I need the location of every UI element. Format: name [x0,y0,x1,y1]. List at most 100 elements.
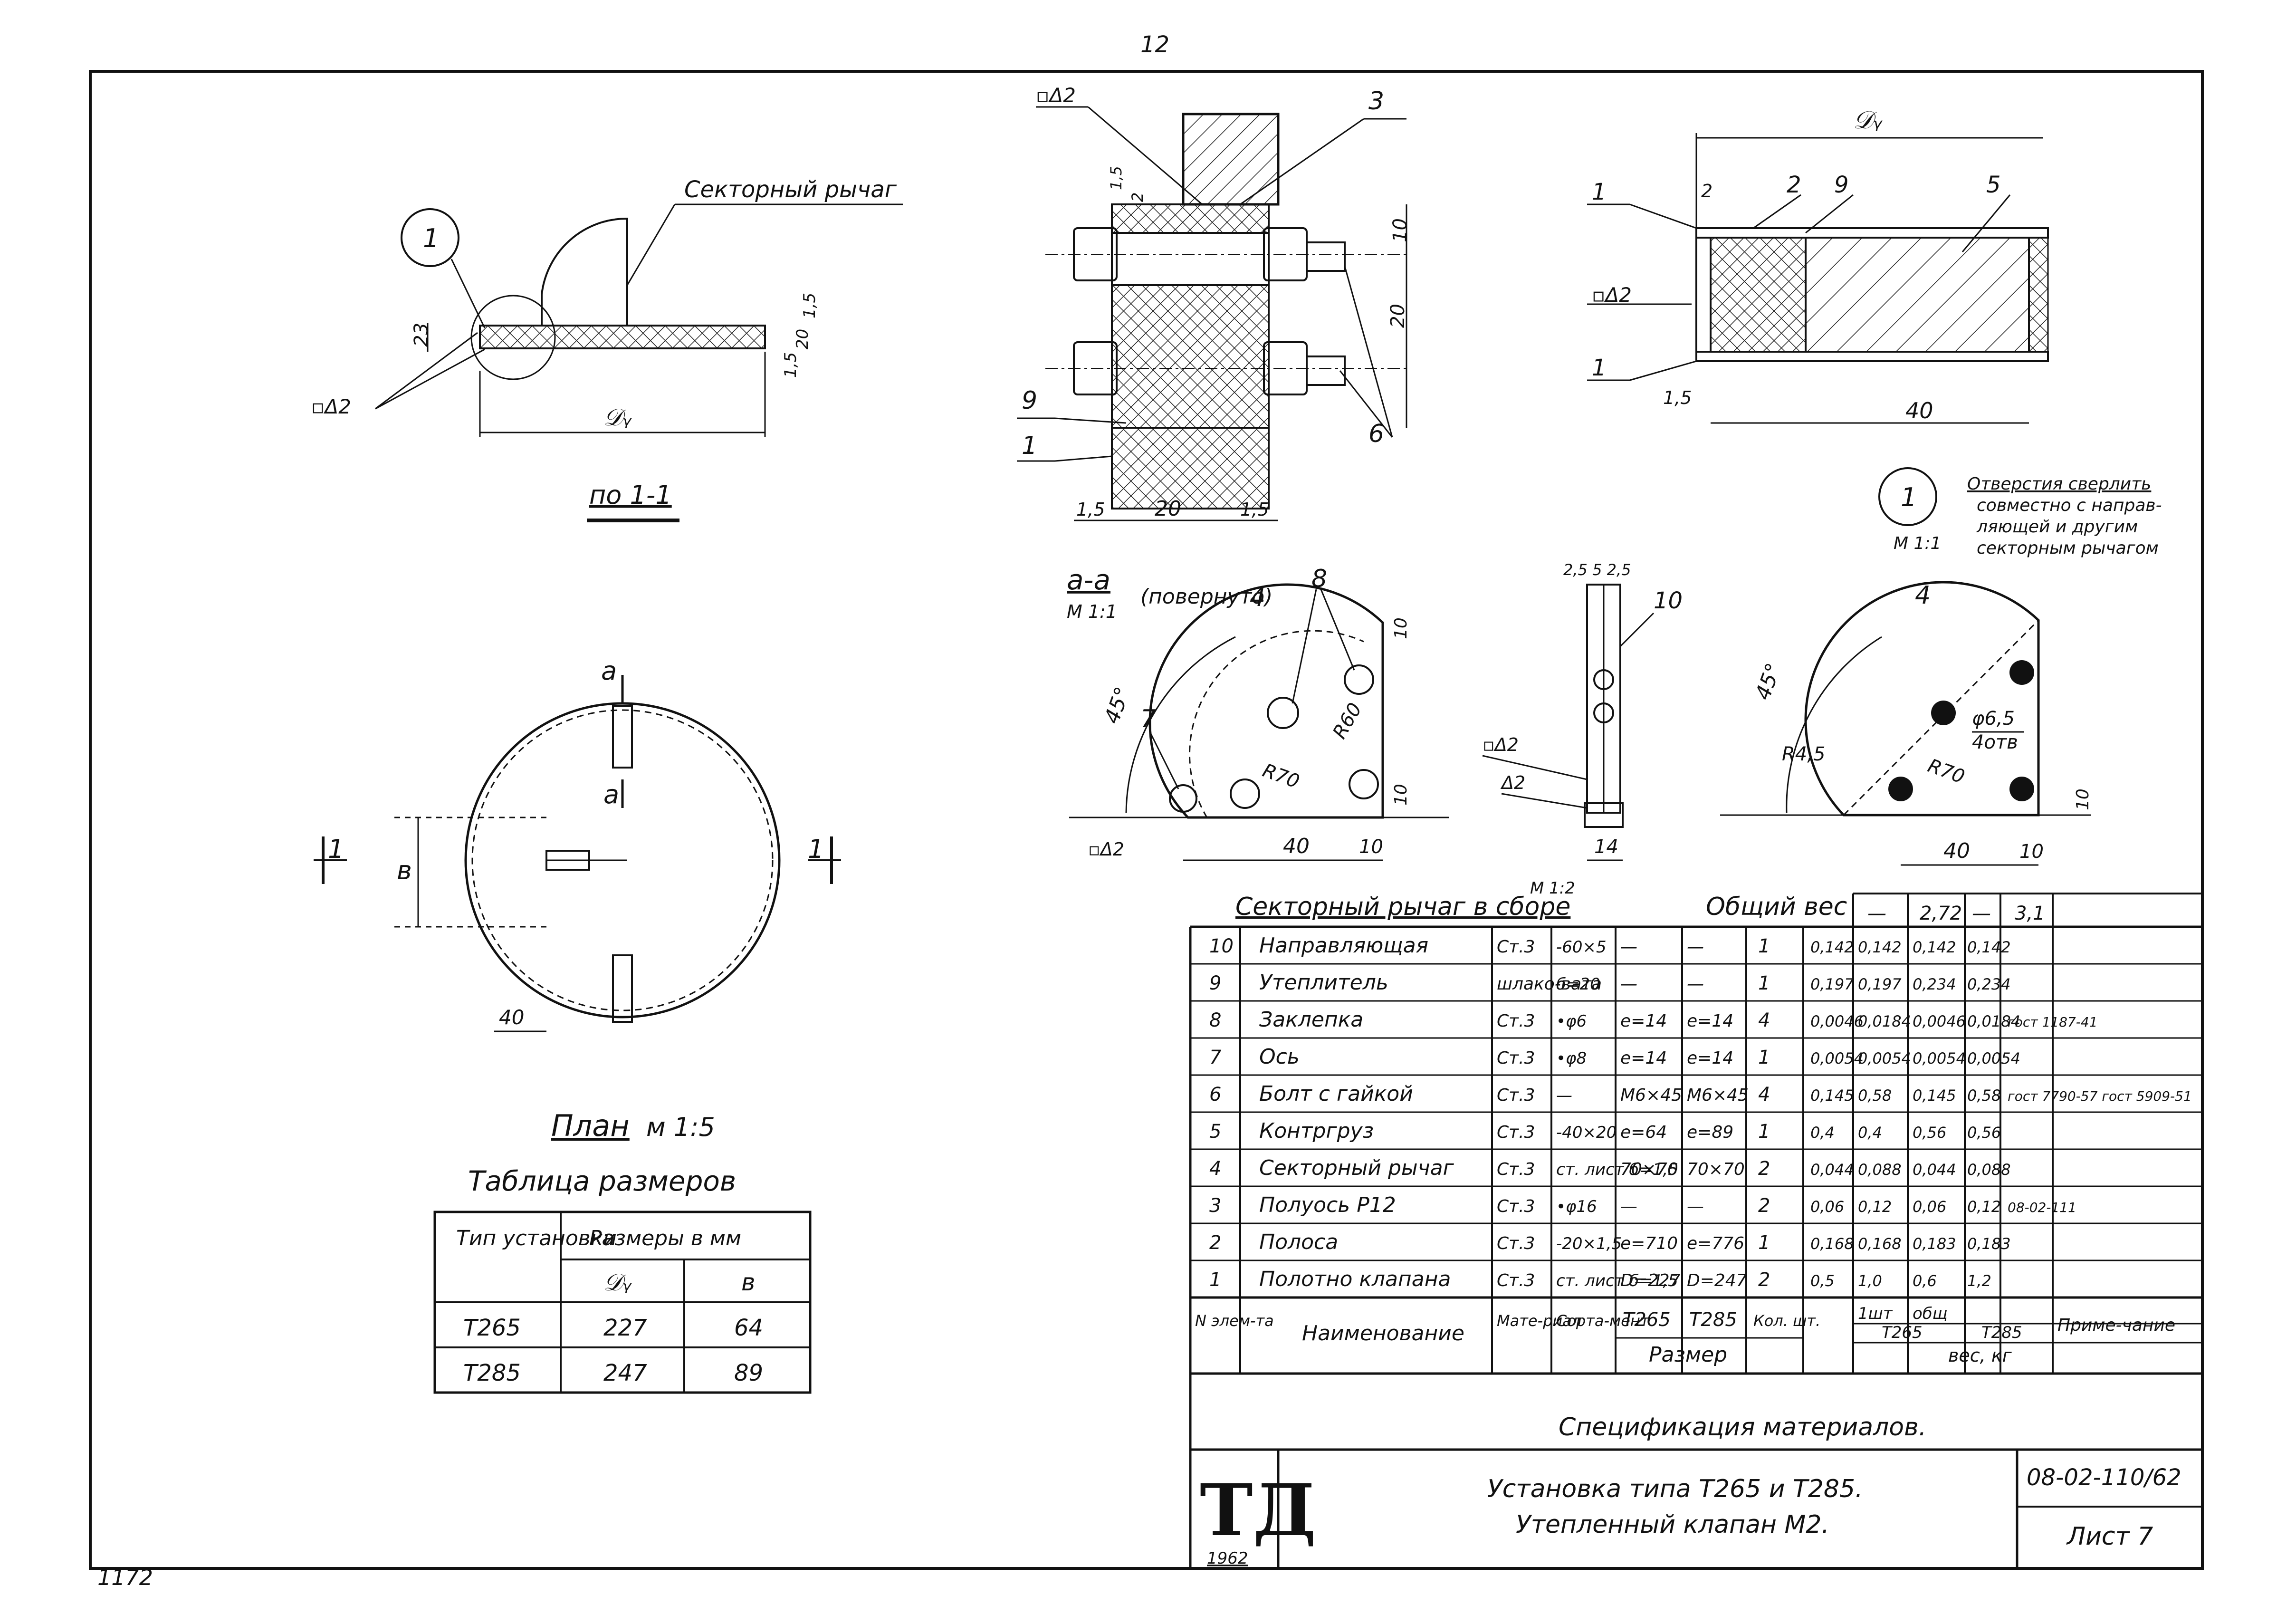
spec-cell-qty: 1 [1758,935,1770,957]
spec-cell-t285: е=776 [1687,1234,1744,1253]
spec-cell-n: 1 [1209,1269,1221,1291]
spec-cell-t285: е=14 [1687,1011,1733,1031]
spec-cell-w2: 0,12 [1858,1198,1892,1216]
detail-1-scale: М 1:1 [1894,534,1941,553]
spec-cell-w1: 0,197 [1810,975,1854,993]
spec-cell-w1: 0,142 [1810,938,1854,956]
spec-head-mat: Мате-риал [1497,1312,1581,1330]
bolt-dim-15a: 1,5 [1107,166,1125,190]
spec-cell-w2: 0,197 [1858,975,1902,993]
bolt-callout-3: 3 [1368,87,1384,115]
spec-cell-sort: •φ8 [1556,1049,1587,1068]
spec-cell-note: гост 1187-41 [2008,1014,2097,1030]
spec-cell-n: 6 [1209,1084,1221,1105]
dim-15-bottom: 1,5 [781,352,800,378]
spec-total-weight-2: 2,72 [1920,903,1962,924]
spec-cell-w2: 1,0 [1858,1272,1882,1290]
spec-cell-mat: Ст.3 [1497,937,1535,957]
spec-cell-mat: Ст.3 [1497,1271,1535,1290]
spec-cell-w4: 0,0054 [1967,1049,2020,1067]
size-header-type: Тип установки [456,1226,617,1250]
sector-lever-outline [541,217,628,326]
plan-section-left: 1 [328,834,344,864]
aa-dim-10-top: 10 [1391,617,1411,639]
spec-caption: Спецификация материалов. [1559,1413,1926,1442]
bolt-callout-1: 1 [1022,432,1037,460]
detail-note-line-3: ляющей и другим [1976,517,2138,537]
aa-r60: R60 [1329,699,1366,742]
spec-cell-t265: М6×45 [1620,1086,1682,1105]
spec-cell-w2: 0,168 [1858,1235,1902,1253]
spec-head-qty: Кол. шт. [1753,1312,1820,1330]
rivet-weld-2: Δ2 [1500,772,1525,793]
spec-cell-t285: е=89 [1687,1123,1733,1142]
detail-r45: R4,5 [1782,743,1825,765]
spec-cell-w3: 0,0054 [1913,1049,1966,1067]
bolt-dim-15c: 1,5 [1240,499,1269,520]
detail-note-line-4: секторным рычагом [1977,538,2159,558]
bolt-weld: ▫Δ2 [1036,84,1076,107]
spec-cell-t285: 70×70 [1687,1160,1745,1179]
bolt-dim-10: 10 [1389,218,1411,242]
spec-cell-w3: 0,06 [1913,1198,1946,1216]
spec-cell-w4: 0,234 [1967,975,2011,993]
spec-table: Секторный рычаг в сборе М 1:2 Общий вес … [1189,879,2204,1451]
spec-cell-w2: 0,142 [1858,938,1902,956]
spec-cell-name: Полуось Р12 [1259,1193,1396,1217]
aa-callout-4: 4 [1250,584,1265,612]
spec-total-weight-label: Общий вес [1706,893,1847,921]
sheet-frame [89,70,2204,1570]
spec-cell-mat: Ст.3 [1497,1048,1535,1068]
detail-dim-10-bottom: 10 [2019,841,2044,863]
spec-total-weight-3: — [1972,903,1991,924]
spec-cell-name: Направляющая [1259,933,1428,958]
spec-cell-t265: D=227 [1620,1271,1681,1290]
spec-cell-mat: Ст.3 [1497,1011,1535,1031]
valve-weld: ▫Δ2 [1592,283,1632,307]
spec-cell-n: 8 [1209,1009,1221,1031]
valve-callout-1-top: 1 [1592,179,1607,205]
spec-cell-mat: Ст.3 [1497,1086,1535,1105]
spec-cell-w4: 0,142 [1967,938,2011,956]
size-table: Таблица размеров Тип установки Размеры в… [433,1165,812,1394]
detail-hole: φ6,5 [1972,708,2015,730]
detail-1-view: 1 М 1:1 Отверстия сверлить совместно с н… [1720,467,2162,866]
spec-cell-w3: 0,0046 [1913,1012,1966,1030]
title-line-1: Установка типа Т265 и Т285. [1487,1475,1863,1503]
spec-cell-w1: 0,4 [1810,1124,1835,1142]
spec-cell-sort: — [1556,1086,1572,1105]
plan-title: План [551,1108,630,1143]
valve-dim-du: 𝒟ᵧ [1853,106,1883,135]
spec-assembly-title: Секторный рычаг в сборе [1235,893,1570,921]
title-line-2: Утепленный клапан М2. [1516,1510,1829,1539]
detail-note-line-2: совместно с направ- [1977,496,2162,515]
spec-cell-t265: е=64 [1620,1123,1667,1142]
spec-cell-n: 3 [1209,1195,1221,1217]
bolt-dim-15b: 1,5 [1076,499,1105,520]
valve-section-view: 𝒟ᵧ 1 2 2 9 5 ▫Δ2 1 1,5 40 [1587,106,2049,424]
aa-weld: ▫Δ2 [1088,839,1124,860]
logo-year: 1962 [1207,1549,1248,1568]
size-header-sizes: Размеры в мм [589,1226,741,1250]
spec-cell-w4: 0,12 [1967,1198,2001,1216]
spec-head-t265b: Т265 [1882,1323,1923,1342]
spec-cell-w3: 0,044 [1913,1161,1956,1179]
spec-cell-t265: — [1620,937,1637,957]
spec-assembly-scale: М 1:2 [1530,879,1575,898]
section-label: по 1-1 [589,480,672,510]
spec-cell-qty: 4 [1758,1009,1770,1031]
detail-callout-4: 4 [1915,581,1931,610]
spec-cell-name: Утеплитель [1259,971,1388,995]
spec-cell-n: 2 [1209,1232,1221,1254]
spec-cell-sort: •φ6 [1556,1012,1587,1031]
spec-cell-w1: 0,044 [1810,1161,1854,1179]
spec-cell-note: гост 7790-57 гост 5909-51 [2008,1088,2192,1104]
dim-23: 23 [411,323,432,347]
spec-cell-name: Секторный рычаг [1259,1156,1454,1180]
page-number: 12 [1140,31,1169,58]
spec-head-sort: Сорта-мент [1556,1312,1650,1330]
aa-title: а-а [1067,564,1110,596]
spec-cell-w3: 0,56 [1913,1124,1946,1142]
spec-cell-n: 4 [1209,1158,1221,1180]
